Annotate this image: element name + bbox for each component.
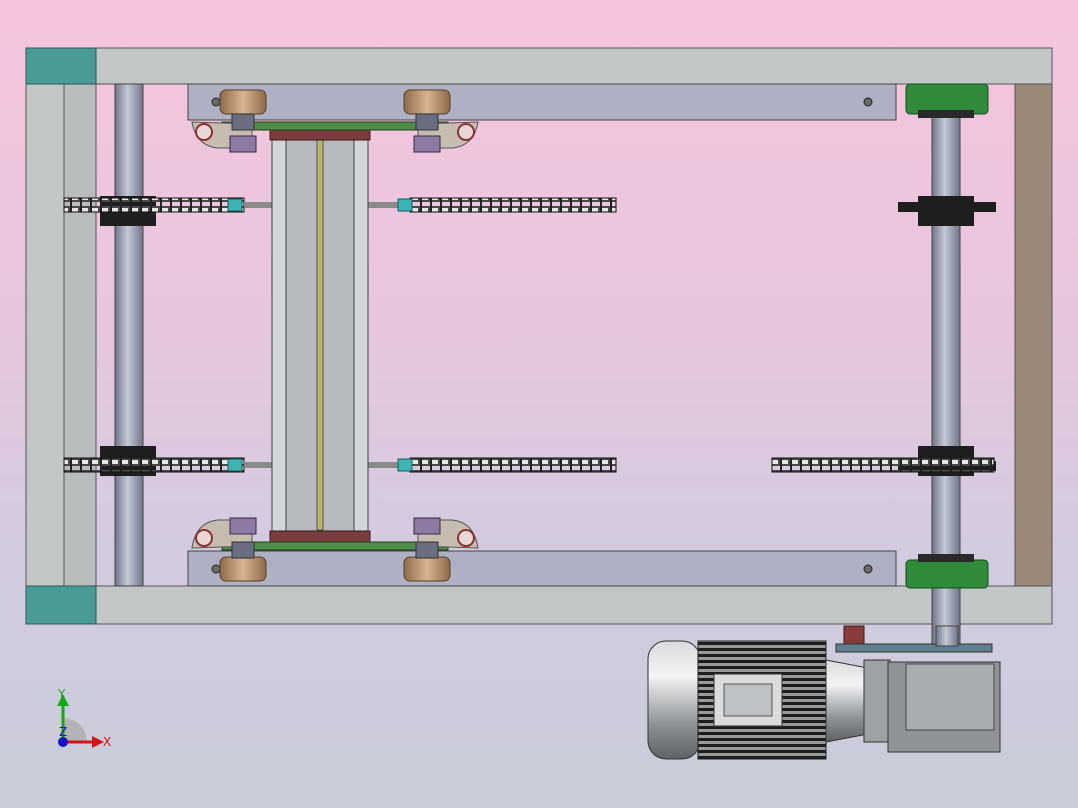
bolt-head[interactable]	[229, 135, 257, 153]
chain-lower-far-right[interactable]	[771, 457, 995, 473]
triad-z-label: Z	[59, 725, 67, 739]
bearing-bottom-right[interactable]	[905, 559, 989, 589]
roller-bottom-left[interactable]	[219, 556, 267, 582]
roller-bottom-right[interactable]	[403, 556, 451, 582]
gearbox-output[interactable]	[935, 625, 959, 647]
triad-x-label: X	[103, 735, 111, 749]
roller-axle[interactable]	[231, 113, 255, 131]
corner-cap-top-left[interactable]	[25, 47, 97, 85]
drive-coupling[interactable]	[843, 625, 865, 647]
bolt-icon	[863, 564, 873, 574]
bracket-pin-icon	[457, 529, 475, 547]
frame-left-post[interactable]	[25, 83, 65, 587]
roller-axle[interactable]	[231, 541, 255, 559]
tensioner-rod-upper-right[interactable]	[366, 202, 408, 208]
frame-bottom-beam[interactable]	[25, 585, 1053, 625]
roller-axle[interactable]	[415, 113, 439, 131]
chain-upper-left[interactable]	[63, 197, 245, 213]
bolt-icon	[863, 97, 873, 107]
motor-end-cap[interactable]	[647, 640, 701, 760]
bolt-icon	[211, 97, 221, 107]
rollers[interactable]	[191, 89, 479, 582]
bearing-top-right[interactable]	[905, 83, 989, 115]
bracket-pin-icon	[195, 529, 213, 547]
drive-unit[interactable]	[647, 625, 1001, 760]
tensioner-nut-upper-right[interactable]	[397, 198, 413, 212]
triad-arc-icon	[63, 718, 87, 742]
chain-lower-left[interactable]	[63, 457, 245, 473]
rail-plate-bottom[interactable]	[187, 550, 897, 587]
triad-y-label: Y	[57, 687, 66, 701]
roller-axle[interactable]	[415, 541, 439, 559]
bearing-bottom-right-collar[interactable]	[918, 554, 974, 562]
carriage-top-bar[interactable]	[221, 121, 449, 131]
carriage-left-rail[interactable]	[271, 137, 287, 533]
drive-mount-plate[interactable]	[835, 643, 993, 653]
bracket-pin-icon	[457, 123, 475, 141]
frame[interactable]	[25, 47, 1053, 625]
tensioner-rod-lower-right[interactable]	[366, 462, 408, 468]
coordinate-triad: Y X Z	[57, 687, 111, 749]
frame-top-beam[interactable]	[25, 47, 1053, 85]
right-shaft-assembly[interactable]	[898, 83, 996, 647]
bolt-icon	[211, 564, 221, 574]
carriage-center-bar[interactable]	[316, 139, 324, 531]
tensioner-nut-upper-left[interactable]	[227, 198, 243, 212]
right-sprocket-hub-upper[interactable]	[918, 196, 974, 226]
y-axis-arrow-icon	[57, 694, 69, 706]
motor-terminal-box-inner[interactable]	[723, 683, 773, 717]
chain-lower-right[interactable]	[409, 457, 617, 473]
gearbox-face[interactable]	[905, 663, 995, 731]
chains[interactable]	[63, 197, 995, 473]
carriage-bottom-bar[interactable]	[221, 541, 449, 551]
rail-plate-top[interactable]	[187, 83, 897, 121]
bolt-head[interactable]	[229, 517, 257, 535]
tensioner-nut-lower-left[interactable]	[227, 458, 243, 472]
roller-top-left[interactable]	[219, 89, 267, 115]
carriage-bottom-plate[interactable]	[269, 530, 371, 544]
corner-cap-bottom-left[interactable]	[25, 585, 97, 625]
left-shaft-assembly[interactable]	[100, 83, 156, 587]
carriage-right-rail[interactable]	[353, 137, 369, 533]
bracket-pin-icon	[195, 123, 213, 141]
left-shaft[interactable]	[114, 83, 144, 587]
tensioner-nut-lower-right[interactable]	[397, 458, 413, 472]
x-axis-arrow-icon	[92, 736, 104, 748]
bolt-head[interactable]	[413, 517, 441, 535]
gearbox-adapter[interactable]	[863, 659, 891, 743]
carriage[interactable]	[221, 121, 449, 551]
side-panel-right[interactable]	[1014, 83, 1053, 587]
rail-plates[interactable]	[187, 83, 897, 587]
z-axis-icon	[58, 737, 68, 747]
chain-upper-right[interactable]	[409, 197, 617, 213]
roller-top-right[interactable]	[403, 89, 451, 115]
bearing-top-right-collar[interactable]	[918, 110, 974, 118]
frame-left-inner-post[interactable]	[63, 83, 97, 587]
motor-flange[interactable]	[825, 659, 869, 743]
bolt-head[interactable]	[413, 135, 441, 153]
